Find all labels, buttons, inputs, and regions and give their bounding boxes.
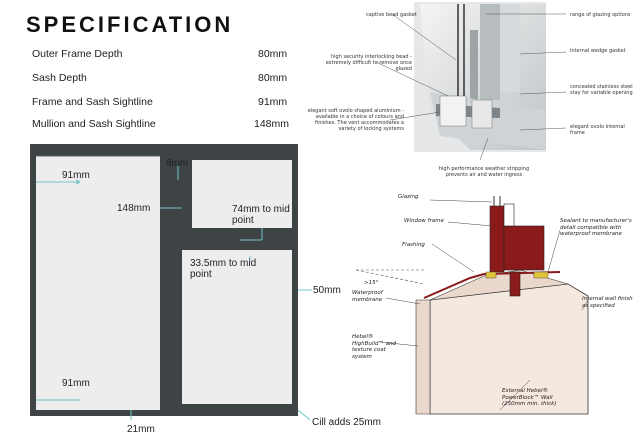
dim-33: 33.5mm to mid point xyxy=(190,258,257,280)
dim-50: 50mm xyxy=(313,285,341,296)
callout-stainless-stay: concealed stainless steel stay for varia… xyxy=(570,84,633,96)
lower-right-glass xyxy=(182,250,292,404)
detail-external-wall: External Hebel® PowerBlock™ Wall (250mm … xyxy=(502,388,557,407)
detail-internal-finish: Internal wall finish as specified xyxy=(582,296,633,309)
dim-91-top: 91mm xyxy=(62,170,90,181)
detail-angle: >15° xyxy=(364,280,379,286)
spec-value: 80mm xyxy=(258,48,288,60)
spec-label: Outer Frame Depth xyxy=(32,48,123,60)
detail-flashing: Flashing xyxy=(402,242,425,248)
dim-148: 148mm xyxy=(117,203,151,214)
detail-glazing: Glazing xyxy=(398,194,419,200)
spec-value: 80mm xyxy=(258,72,288,84)
spec-label: Mullion and Sash Sightline xyxy=(32,118,156,130)
left-glass xyxy=(36,156,160,410)
dim-74: 74mm to mid point xyxy=(232,204,290,226)
callout-weather-strip: high performance weather stripping preve… xyxy=(438,166,530,178)
callout-ovolo-frame: elegant ovolo internal frame xyxy=(570,124,625,136)
detail-window-frame: Window frame xyxy=(404,218,444,224)
spec-label: Frame and Sash Sightline xyxy=(32,96,153,108)
top-right-glass xyxy=(192,160,292,228)
page-title: SPECIFICATION xyxy=(26,12,234,37)
detail-hebel-highbuild: Hebel® HighBuild™ and texture coat syste… xyxy=(352,334,397,360)
callout-aluminium: elegant soft ovolo shaped aluminium - av… xyxy=(307,108,404,132)
spec-label: Sash Depth xyxy=(32,72,87,84)
dim-21: 21mm xyxy=(127,424,155,435)
dimension-lines xyxy=(36,166,312,421)
callout-glazing-options: range of glazing options xyxy=(570,12,631,18)
dim-8: 8mm xyxy=(166,158,189,169)
callout-captive-bead: captive bead gasket xyxy=(366,12,417,18)
callout-security-bead: high security interlocking bead - extrem… xyxy=(325,54,412,72)
detail-sealant: Sealant to manufacturer's detail compati… xyxy=(560,218,632,237)
dim-cill: Cill adds 25mm xyxy=(312,417,381,428)
callout-internal-wedge: internal wedge gasket xyxy=(570,48,626,54)
spec-value: 91mm xyxy=(258,96,288,108)
dim-91-bottom: 91mm xyxy=(62,378,90,389)
spec-value: 148mm xyxy=(254,118,290,130)
detail-waterproof: Waterproof membrane xyxy=(352,290,383,303)
